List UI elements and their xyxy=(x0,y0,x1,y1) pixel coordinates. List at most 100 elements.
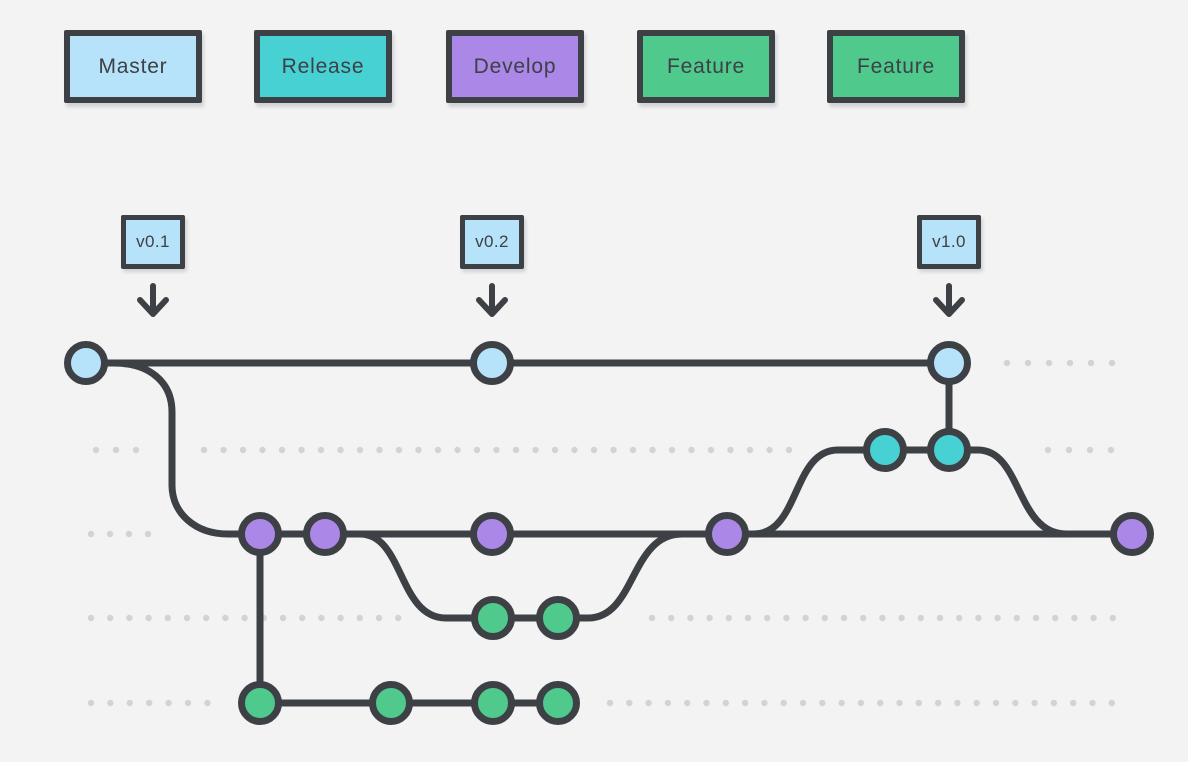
lane-guide-dot xyxy=(707,446,715,454)
lane-guide-dot xyxy=(551,446,559,454)
lane-guide-dot xyxy=(687,614,694,622)
lane-guide-dot xyxy=(222,614,229,622)
legend-label: Release xyxy=(281,54,365,78)
lane-guide-dot xyxy=(493,446,500,454)
lane-guide-dot xyxy=(648,614,656,622)
legend-item-feature-2: Feature xyxy=(827,30,965,103)
legend-item-feature-1: Feature xyxy=(637,30,775,103)
lane-guide-dot xyxy=(649,446,656,454)
lane-guide-dot xyxy=(203,614,210,622)
lane-guide-dot xyxy=(454,446,461,454)
legend-label: Develop xyxy=(473,54,557,78)
lane-guide-dot xyxy=(1070,699,1077,707)
legend-label: Master xyxy=(98,54,168,78)
commit-node-master xyxy=(470,341,514,385)
lane-guide-dot xyxy=(144,530,152,538)
lane-guide-dot xyxy=(722,699,729,707)
lane-guide-dot xyxy=(610,446,617,454)
lane-guide-dot xyxy=(512,446,520,454)
lane-guide-dot xyxy=(376,446,383,454)
lane-guide-dot xyxy=(785,446,793,454)
commit-node-release xyxy=(927,428,971,472)
lane-guide-dot xyxy=(898,614,905,622)
lane-guide-dot xyxy=(668,614,675,622)
lane-guide-dot xyxy=(298,446,305,454)
lane-guide-dot xyxy=(994,614,1001,622)
lane-guide-dot xyxy=(802,614,809,622)
commit-node-develop xyxy=(238,512,282,556)
lane-guide-dot xyxy=(917,614,924,622)
lane-guide-dot xyxy=(1012,699,1019,707)
lane-guide-dot xyxy=(375,614,383,622)
lane-guide-dot xyxy=(87,530,95,538)
lane-guide-dot xyxy=(590,446,598,454)
commit-node-release xyxy=(863,428,907,472)
lane-guide-dot xyxy=(395,614,402,622)
lane-guide-dot xyxy=(356,446,364,454)
release-tag-v0.2: v0.2 xyxy=(460,215,524,269)
lane-guide-dot xyxy=(664,699,672,707)
lane-guide-dot xyxy=(780,699,787,707)
lane-guide-dot xyxy=(934,699,942,707)
lane-guide-dot xyxy=(532,446,539,454)
commit-node-feature xyxy=(238,681,282,725)
lane-guide-dot xyxy=(896,699,903,707)
lane-guide-dot xyxy=(107,699,114,707)
legend-item-master: Master xyxy=(64,30,202,103)
tag-label: v0.2 xyxy=(475,232,509,251)
legend-label: Feature xyxy=(857,54,935,78)
commit-node-feature xyxy=(471,681,515,725)
lane-guide-dot xyxy=(299,614,306,622)
lane-guide-dot xyxy=(126,699,133,707)
lane-guide-dot xyxy=(337,614,344,622)
lane-guide-dot xyxy=(1108,359,1116,367)
lane-guide-dot xyxy=(318,614,325,622)
lane-guide-dot xyxy=(183,614,191,622)
lane-guide-dot xyxy=(473,446,481,454)
lane-guide-dot xyxy=(915,699,922,707)
lane-guide-dot xyxy=(1066,359,1074,367)
lane-guide-dot xyxy=(132,446,140,454)
release-tag-v0.1: v0.1 xyxy=(121,215,185,269)
lane-guide-dot xyxy=(819,699,826,707)
commit-node-feature xyxy=(471,596,515,640)
commit-node-feature xyxy=(536,681,580,725)
lane-guide-dot xyxy=(668,446,676,454)
lane-guide-dot xyxy=(706,614,713,622)
lane-guide-dot xyxy=(936,614,944,622)
lane-guide-dot xyxy=(220,446,227,454)
lane-guide-dot xyxy=(860,614,867,622)
lane-guide-dot xyxy=(112,446,120,454)
branch-line-release-branch xyxy=(750,446,1070,538)
lane-guide-dot xyxy=(725,614,732,622)
lane-guide-dot xyxy=(571,446,578,454)
lane-guide-dot xyxy=(1032,614,1040,622)
lane-guide-dot xyxy=(1045,359,1053,367)
lane-guide-dot xyxy=(356,614,363,622)
lane-guide-dot xyxy=(259,446,266,454)
lane-guide-dot xyxy=(1013,614,1020,622)
lane-guide-dot xyxy=(744,614,752,622)
lane-guide-dot xyxy=(1031,699,1038,707)
release-tag-v1.0: v1.0 xyxy=(917,215,981,269)
lane-guide-dot xyxy=(954,699,961,707)
lane-guide-dot xyxy=(761,699,768,707)
lane-guide-dot xyxy=(164,614,171,622)
lane-guide-dot xyxy=(337,446,344,454)
commit-node-master xyxy=(64,341,108,385)
lane-guide-dot xyxy=(87,699,95,707)
lane-guide-dot xyxy=(629,446,637,454)
lane-guide-dot xyxy=(279,614,287,622)
lane-guide-dot xyxy=(606,699,614,707)
lane-guide-dot xyxy=(799,699,807,707)
branch-line-master-to-develop xyxy=(110,359,266,538)
lane-guide-dot xyxy=(1065,446,1073,454)
tag-label: v0.1 xyxy=(136,232,170,251)
lane-guide-dot xyxy=(125,530,133,538)
lane-guide-dot xyxy=(764,614,771,622)
down-arrow-icon xyxy=(476,283,508,317)
lane-guide-dot xyxy=(200,446,208,454)
lane-guide-dot xyxy=(1071,614,1078,622)
lane-guide-dot xyxy=(184,699,192,707)
